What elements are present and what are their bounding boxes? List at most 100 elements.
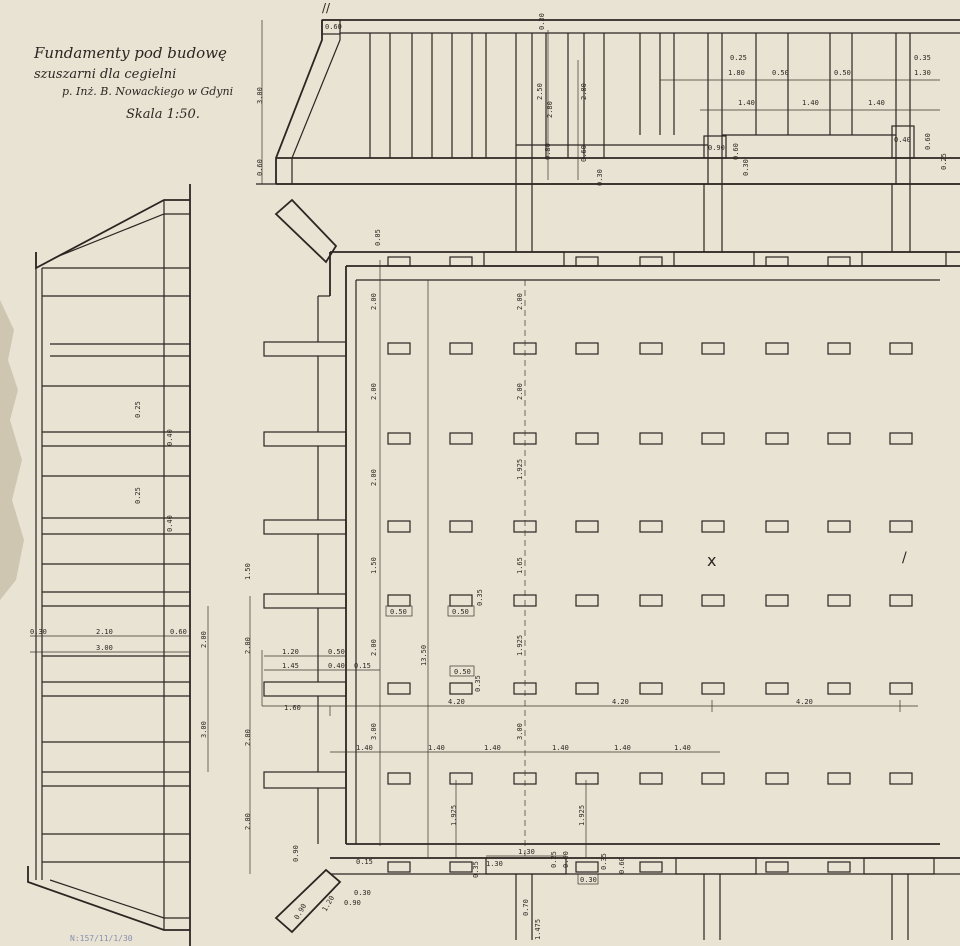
dim-label: 3.00 (200, 721, 208, 738)
dim-label: 0.30 (580, 876, 597, 884)
dim-label: 2.10 (96, 628, 113, 636)
dim-label: 0.30 (354, 889, 371, 897)
dim-label: 0.25 (940, 153, 948, 170)
dim-label: 0.60 (580, 145, 588, 162)
dim-label: 0.60 (924, 133, 932, 150)
dim-label: 1.50 (244, 563, 252, 580)
dim-label: 1.40 (868, 99, 885, 107)
margin-marks: // (322, 1, 331, 15)
archive-stamp: N:157/11/1/30 (70, 934, 133, 943)
dim-label: 0.25 (134, 401, 142, 418)
dim-label: 1.45 (282, 662, 299, 670)
dim-label: 4.20 (448, 698, 465, 706)
dim-label: 3.00 (516, 723, 524, 740)
dim-label: 1.40 (738, 99, 755, 107)
dim-label: 0.35 (914, 54, 931, 62)
dim-label: 0.15 (356, 858, 373, 866)
dim-label: 2.00 (516, 293, 524, 310)
dim-label: 1.60 (284, 704, 301, 712)
dim-label: 1.925 (516, 635, 524, 656)
dim-label: 2.80 (580, 83, 588, 100)
dim-label: 2.00 (244, 729, 252, 746)
dim-label: 3.00 (370, 723, 378, 740)
dim-label: 0.50 (390, 608, 407, 616)
dim-label: 0.30 (742, 159, 750, 176)
dim-label: 0.25 (730, 54, 747, 62)
dim-label: 2.00 (200, 631, 208, 648)
dim-label: 0.15 (354, 662, 371, 670)
dim-label: 2.80 (546, 101, 554, 118)
dim-label: 1.40 (484, 744, 501, 752)
side-section-view (27, 184, 209, 946)
dim-label: 0.35 (472, 861, 480, 878)
dim-label: 2.00 (370, 383, 378, 400)
dim-label: 0.60 (732, 143, 740, 160)
dim-label: 0.60 (325, 23, 342, 31)
dim-label: 0.50 (772, 69, 789, 77)
dim-label: 13.50 (420, 645, 428, 666)
dim-label: 4.20 (796, 698, 813, 706)
dim-label: 0.05 (374, 229, 382, 246)
drawing-title-line3: p. Inż. B. Nowackiego w Gdyni (62, 85, 233, 98)
dim-label: 1.30 (486, 860, 503, 868)
dim-label: 3.00 (256, 87, 264, 104)
dim-label: 1.40 (552, 744, 569, 752)
dim-label: 0.90 (344, 899, 361, 907)
dim-label: 0.35 (474, 675, 482, 692)
dim-label: 1.65 (516, 557, 524, 574)
dim-label: 0.50 (328, 648, 345, 656)
dim-label: 0.60 (618, 857, 626, 874)
dim-label: 0.25 (550, 851, 558, 868)
dim-label: 3.00 (96, 644, 113, 652)
dim-label: 0.60 (170, 628, 187, 636)
dim-label: 2.00 (244, 637, 252, 654)
dim-label: 0.35 (600, 853, 608, 870)
dim-label: 0.40 (166, 515, 174, 532)
pencil-slash-mark: / (902, 550, 907, 566)
dim-label: 1.80 (728, 69, 745, 77)
dimension-labels: 0.60 3.00 0.60 2.50 2.80 2.80 0.80 0.60 … (30, 13, 948, 940)
dim-label: 0.30 (538, 13, 546, 30)
dim-label: 0.50 (834, 69, 851, 77)
dim-label: 0.40 (894, 136, 911, 144)
pencil-x-mark: x (707, 551, 716, 570)
drawing-title-line1: Fundamenty pod budowę (33, 44, 227, 62)
dim-label: 0.90 (708, 144, 725, 152)
drawing-title-line2: szuszarni dla cegielni (34, 67, 176, 82)
dim-label: 0.30 (596, 169, 604, 186)
elevation-view (256, 19, 960, 185)
dim-label: 1.40 (428, 744, 445, 752)
dim-label: 1.925 (578, 805, 586, 826)
dim-label: 0.40 (166, 429, 174, 446)
dim-label: 2.50 (536, 83, 544, 100)
torn-edge (0, 300, 24, 600)
dim-label: 1.925 (516, 459, 524, 480)
dim-label: 4.20 (612, 698, 629, 706)
dim-label: 0.50 (454, 668, 471, 676)
dim-label: 1.40 (356, 744, 373, 752)
dim-label: 0.80 (544, 143, 552, 160)
drawing-scale: Skala 1:50. (126, 107, 200, 122)
dim-label: 0.60 (256, 159, 264, 176)
dim-label: 1.30 (518, 848, 535, 856)
dim-label: 0.70 (522, 899, 530, 916)
foundation-plan: x / (249, 184, 960, 940)
dim-label: 1.40 (674, 744, 691, 752)
dim-label: 0.30 (30, 628, 47, 636)
dim-label: 0.35 (476, 589, 484, 606)
dim-label: 1.925 (450, 805, 458, 826)
dim-label: 1.50 (370, 557, 378, 574)
dim-label: 2.00 (244, 813, 252, 830)
dim-label: 0.25 (134, 487, 142, 504)
dim-label: 2.00 (370, 639, 378, 656)
dim-label: 0.60 (562, 851, 570, 868)
dim-label: 2.00 (370, 469, 378, 486)
dim-label: 1.475 (534, 919, 542, 940)
dim-label: 0.90 (292, 845, 300, 862)
dim-label: 1.40 (802, 99, 819, 107)
dim-label: 1.30 (914, 69, 931, 77)
dim-label: 1.20 (282, 648, 299, 656)
dim-label: 2.00 (370, 293, 378, 310)
